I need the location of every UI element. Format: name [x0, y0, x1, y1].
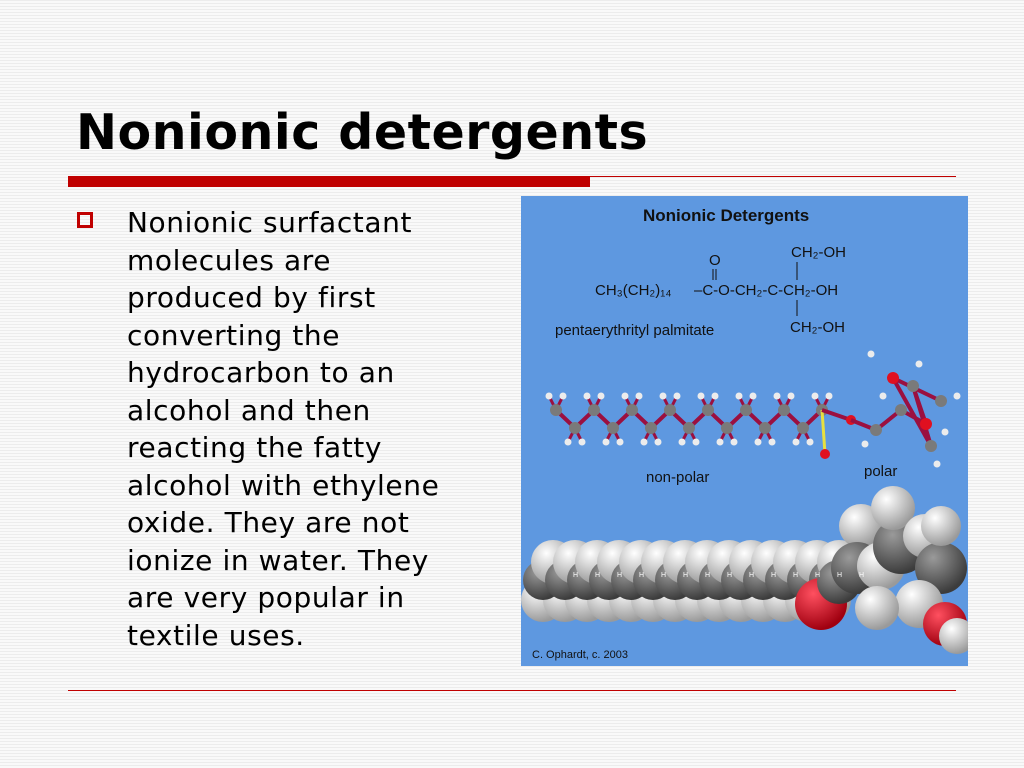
hydrogen-atom [635, 392, 643, 400]
hydrogen-atom [654, 438, 662, 446]
carbon-atom [645, 422, 657, 434]
atom-h-label: H [639, 572, 644, 579]
space-filling-atom [921, 506, 961, 546]
atom-h-label: H [683, 572, 688, 579]
hydrogen-atom [692, 438, 700, 446]
carbon-atom [740, 404, 752, 416]
atom-h-label: H [749, 572, 754, 579]
space-filling-atom [915, 542, 967, 594]
head-atom [925, 440, 937, 452]
hydrogen-atom [678, 438, 686, 446]
head-atom [920, 418, 932, 430]
carbon-atom [721, 422, 733, 434]
atom-h-label: H [705, 572, 710, 579]
hydrogen-atom [559, 392, 567, 400]
hydrogen-atom [621, 392, 629, 400]
hydrogen-atom [711, 392, 719, 400]
hydrogen-atom [545, 392, 553, 400]
hydrogen-atom [673, 392, 681, 400]
title-underline-thick [68, 176, 590, 187]
hydrogen-atom [616, 438, 624, 446]
hydrogen-atom [578, 438, 586, 446]
hydrogen-atom [754, 438, 762, 446]
atom-h-label: H [595, 572, 600, 579]
hydrogen-atom [602, 438, 610, 446]
atom-h-label: H [793, 572, 798, 579]
atom-h-label: H [661, 572, 666, 579]
hydrogen-atom [640, 438, 648, 446]
carbon-atom [626, 404, 638, 416]
atom-h-label: H [771, 572, 776, 579]
figure-heading: Nonionic Detergents [643, 206, 809, 225]
title-underline-thin [590, 176, 956, 177]
atom-h-label: H [859, 572, 864, 579]
molecule-figure-svg: Nonionic Detergents O CH₂-OH CH₃(CH₂)₁₄ … [521, 206, 968, 661]
slide-title: Nonionic detergents [76, 104, 649, 161]
hydrogen-atom [861, 440, 869, 448]
head-atom [887, 372, 899, 384]
hydrogen-atom [879, 392, 887, 400]
hydrogen-atom [730, 438, 738, 446]
formula-carbonyl-o: O [709, 252, 721, 269]
head-atom [907, 380, 919, 392]
footer-rule [68, 690, 956, 691]
atom-h-label: H [837, 572, 842, 579]
hydrogen-atom [792, 438, 800, 446]
carbon-atom [550, 404, 562, 416]
carbon-atom [702, 404, 714, 416]
carbon-atom [664, 404, 676, 416]
ball-and-stick-model [545, 350, 961, 468]
carbon-atom [588, 404, 600, 416]
hydrogen-atom [597, 392, 605, 400]
bullet-square-icon [77, 212, 93, 228]
formula-main-right: –C-O-CH₂-C-CH₂-OH [694, 282, 838, 299]
carbon-atom [778, 404, 790, 416]
hydrogen-atom [749, 392, 757, 400]
head-atom [935, 395, 947, 407]
bullet-text: Nonionic surfactant molecules are produc… [127, 206, 440, 652]
carbon-atom [797, 422, 809, 434]
hydrogen-atom [806, 438, 814, 446]
space-filling-atom [855, 586, 899, 630]
molecule-figure: Nonionic Detergents O CH₂-OH CH₃(CH₂)₁₄ … [521, 196, 968, 666]
hydrogen-atom [659, 392, 667, 400]
hydrogen-atom [825, 392, 833, 400]
oxygen-atom [820, 449, 830, 459]
atom-h-label: H [727, 572, 732, 579]
hydrogen-atom [933, 460, 941, 468]
hydrogen-atom [953, 392, 961, 400]
atom-h-label: H [815, 572, 820, 579]
hydrogen-atom [915, 360, 923, 368]
formula-top-right: CH₂-OH [791, 244, 846, 261]
head-atom [895, 404, 907, 416]
hydrogen-atom [941, 428, 949, 436]
hydrogen-atom [867, 350, 875, 358]
head-atom [870, 424, 882, 436]
hydrogen-atom [735, 392, 743, 400]
formula-bottom-right: CH₂-OH [790, 319, 845, 336]
image-credit: C. Ophardt, c. 2003 [532, 649, 628, 661]
atom-h-label: H [617, 572, 622, 579]
compound-name: pentaerythrityl palmitate [555, 322, 714, 339]
formula-main-left: CH₃(CH₂)₁₄ [595, 282, 671, 299]
hydrogen-atom [787, 392, 795, 400]
hydrogen-atom [697, 392, 705, 400]
space-filling-atom [871, 486, 915, 530]
label-non-polar: non-polar [646, 469, 709, 486]
hydrogen-atom [564, 438, 572, 446]
hydrogen-atom [583, 392, 591, 400]
hydrogen-atom [768, 438, 776, 446]
carbon-atom [759, 422, 771, 434]
atom-h-label: H [573, 572, 578, 579]
space-filling-atom [839, 504, 883, 548]
label-polar: polar [864, 463, 897, 480]
carbon-atom [607, 422, 619, 434]
hydrogen-atom [811, 392, 819, 400]
hydrogen-atom [773, 392, 781, 400]
hydrogen-atom [716, 438, 724, 446]
carbon-atom [569, 422, 581, 434]
space-filling-atom [939, 618, 968, 654]
carbon-atom [683, 422, 695, 434]
